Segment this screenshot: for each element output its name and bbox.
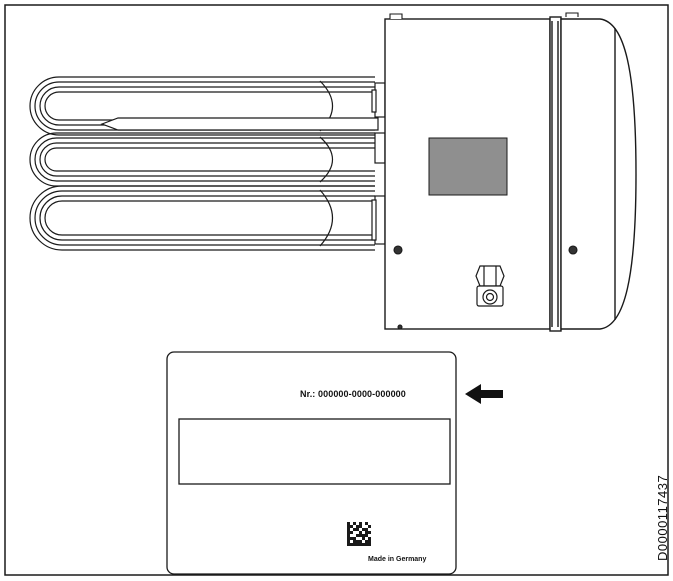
coil-return-bend	[319, 189, 333, 247]
coil-loop	[39, 142, 375, 177]
housing	[384, 16, 637, 332]
arrow-left-icon	[465, 384, 503, 404]
serial-number-label: Nr.: 000000-0000-000000	[300, 389, 406, 399]
nameplate	[166, 351, 457, 575]
coil-loop	[29, 185, 375, 251]
coil-loop	[44, 91, 375, 121]
coil-loop	[44, 200, 375, 236]
coil-loop	[39, 195, 375, 241]
cable-gland	[475, 265, 505, 307]
made-in-label: Made in Germany	[368, 556, 427, 563]
connection-flanges	[371, 82, 386, 245]
heating-coils	[29, 76, 375, 251]
coil-return-bend	[319, 136, 334, 183]
screws	[389, 12, 579, 330]
coil-loop	[34, 190, 375, 246]
coil-loop	[44, 147, 375, 172]
data-matrix-code-icon	[347, 522, 371, 546]
coil-loop	[29, 132, 375, 187]
document-code: D0000117437	[655, 474, 670, 561]
coil-loop	[34, 81, 375, 131]
housing-cap	[560, 18, 637, 330]
display-window	[428, 137, 508, 196]
outer-frame	[4, 4, 669, 576]
coil-loop	[39, 86, 375, 126]
sensor-rod	[100, 117, 379, 131]
coil-loop	[29, 76, 375, 136]
nameplate-field	[178, 418, 451, 485]
coil-loop	[34, 137, 375, 182]
